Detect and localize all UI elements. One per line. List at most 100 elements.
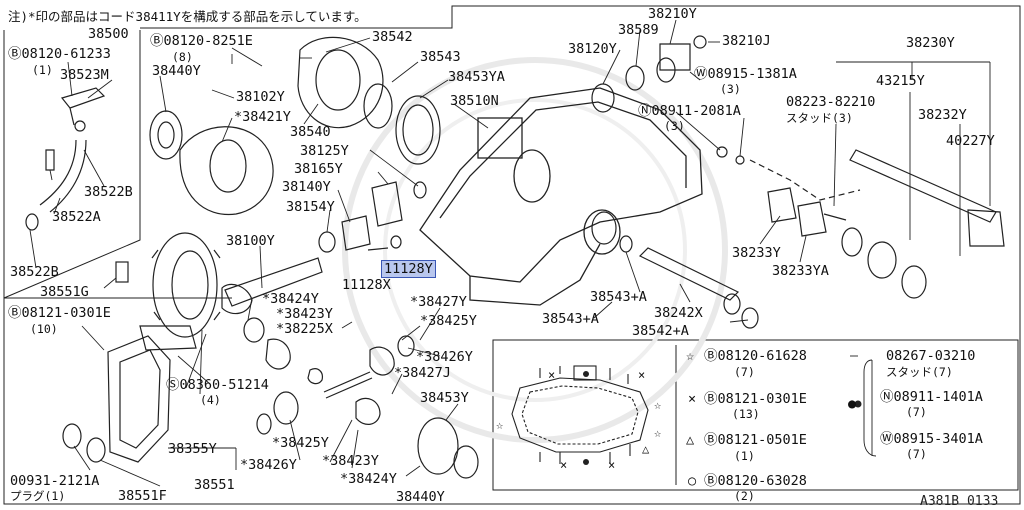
part-label[interactable]: 38242X [654, 305, 703, 321]
part-label-selected[interactable]: 11128Y [381, 260, 436, 278]
part-label[interactable]: 38522B [84, 184, 133, 200]
part-label[interactable]: *38423Y [276, 306, 333, 322]
part-label[interactable]: Ⓦ08915-1381A [694, 66, 797, 82]
part-label[interactable]: Ⓢ08360-51214 [166, 377, 269, 393]
part-label[interactable]: 38440Y [396, 489, 445, 505]
star-marker: ☆ [654, 426, 662, 440]
quantity-label: (4) [200, 393, 221, 407]
leader-lines [29, 19, 991, 487]
breather-hose-group [25, 87, 129, 283]
part-label[interactable]: 38355Y [168, 441, 217, 457]
drawing-code: A381B 0133 [920, 494, 999, 509]
triangle-marker: △ [642, 442, 650, 456]
part-label[interactable]: *38426Y [240, 457, 297, 473]
quantity-label: (2) [734, 489, 755, 503]
part-label[interactable]: 38551G [40, 284, 89, 300]
rear-cover [62, 325, 197, 463]
part-label[interactable]: Ⓝ08911-2081A [638, 103, 741, 119]
part-label[interactable]: 11128X [342, 277, 391, 293]
part-label[interactable]: *38427Y [410, 294, 467, 310]
part-label[interactable]: 38543 [420, 49, 461, 65]
cross-marker: × [560, 458, 568, 472]
part-label[interactable]: 38125Y [300, 143, 349, 159]
legend-star-symbol: ☆ [686, 348, 695, 364]
side-retainer [297, 36, 393, 129]
part-label[interactable]: 38154Y [286, 199, 335, 215]
part-label[interactable]: 38100Y [226, 233, 275, 249]
part-label[interactable]: *38225X [276, 321, 333, 337]
part-label[interactable]: 38551F [118, 488, 167, 504]
quantity-label: (10) [30, 322, 58, 336]
part-label[interactable]: 43215Y [876, 73, 925, 89]
part-label[interactable]: 38522B [10, 264, 59, 280]
part-label[interactable]: 38543+A [590, 289, 647, 305]
part-label[interactable]: 38542 [372, 29, 413, 45]
part-label[interactable]: 38140Y [282, 179, 331, 195]
cross-marker: × [608, 458, 616, 472]
part-label[interactable]: 38523M [60, 67, 109, 83]
part-label[interactable]: 40227Y [946, 133, 995, 149]
part-label[interactable]: 38453Y [420, 390, 469, 406]
part-label[interactable]: 38210J [722, 33, 771, 49]
differential-carrier [419, 87, 703, 306]
part-label[interactable]: 38543+A [542, 311, 599, 327]
part-label[interactable]: 38165Y [294, 161, 343, 177]
quantity-label: (3) [664, 119, 685, 133]
quantity-label: (1) [32, 63, 53, 77]
part-label[interactable]: 38500 [88, 26, 129, 42]
part-label[interactable]: *38424Y [340, 471, 397, 487]
part-label[interactable]: 38540 [290, 124, 331, 140]
quantity-label: (8) [172, 50, 193, 64]
part-label[interactable]: *38427J [394, 365, 451, 381]
part-label[interactable]: Ⓝ08911-1401A [880, 389, 983, 405]
legend-cross-symbol: × [688, 391, 697, 407]
part-label[interactable]: 08223-82210 [786, 94, 876, 110]
part-label[interactable]: Ⓑ08120-63028 [704, 473, 807, 489]
quantity-label: (7) [906, 447, 927, 461]
cross-marker: × [548, 368, 556, 382]
part-label[interactable]: *38425Y [272, 435, 329, 451]
part-label[interactable]: Ⓑ08120-61628 [704, 348, 807, 364]
part-label[interactable]: 00931-2121A [10, 473, 100, 489]
part-label[interactable]: 38453YA [448, 69, 505, 85]
part-label[interactable]: *38424Y [262, 291, 319, 307]
part-label[interactable]: 38510N [450, 93, 499, 109]
legend-dot-symbol: ● [848, 396, 857, 412]
part-label[interactable]: Ⓑ08121-0501E [704, 432, 807, 448]
part-label[interactable]: Ⓑ08121-0301E [8, 305, 111, 321]
stud-markers [583, 371, 862, 465]
part-label[interactable]: *38426Y [416, 349, 473, 365]
part-label[interactable]: 38440Y [152, 63, 201, 79]
part-label[interactable]: 38551 [194, 477, 235, 493]
quantity-label: (3) [720, 82, 741, 96]
part-label[interactable]: 38233YA [772, 263, 829, 279]
part-label[interactable]: 38120Y [568, 41, 617, 57]
gasket [395, 95, 441, 165]
part-label[interactable]: *38423Y [322, 453, 379, 469]
part-label[interactable]: 38522A [52, 209, 101, 225]
part-label[interactable]: 38542+A [632, 323, 689, 339]
part-label[interactable]: 38589 [618, 22, 659, 38]
quantity-label: (7) [734, 365, 755, 379]
quantity-label: スタッド(7) [886, 365, 953, 379]
axle-shafts [591, 149, 1005, 329]
part-label[interactable]: Ⓑ08120-61233 [8, 46, 111, 62]
differential-gears [243, 317, 479, 479]
part-label[interactable]: Ⓑ08120-8251E [150, 33, 253, 49]
part-label[interactable]: 38102Y [236, 89, 285, 105]
part-label[interactable]: Ⓑ08121-0301E [704, 391, 807, 407]
bolt-pattern-diagram [511, 365, 649, 464]
part-label[interactable]: *38425Y [420, 313, 477, 329]
part-label[interactable]: Ⓦ08915-3401A [880, 431, 983, 447]
quantity-label: プラグ(1) [10, 489, 66, 503]
quantity-label: (13) [732, 407, 760, 421]
part-label[interactable]: 38233Y [732, 245, 781, 261]
part-label[interactable]: 38210Y [648, 6, 697, 22]
part-label[interactable]: 38232Y [918, 107, 967, 123]
differential-case [149, 110, 274, 216]
part-label[interactable]: 38230Y [906, 35, 955, 51]
part-label[interactable]: 08267-03210 [886, 348, 976, 364]
part-label[interactable]: *38421Y [234, 109, 291, 125]
